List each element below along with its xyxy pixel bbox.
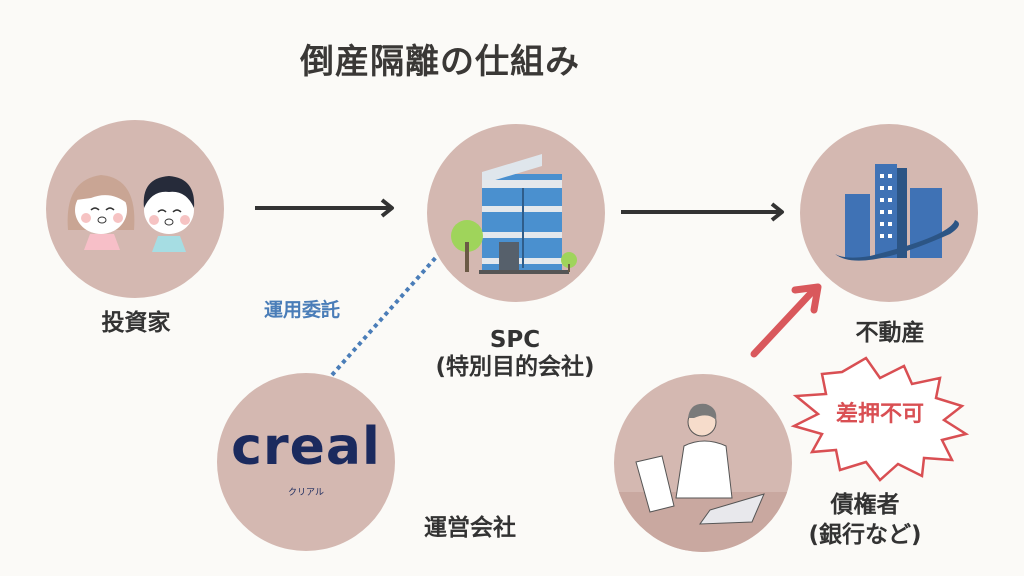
investor-label: 投資家 — [101, 310, 171, 336]
creditor-label-line1: 債権者 — [830, 492, 900, 518]
spc-circle — [427, 124, 605, 302]
thinking-man-illustration — [614, 403, 792, 552]
seizure-label: 差押不可 — [835, 402, 924, 427]
real-estate-circle — [800, 124, 978, 302]
page-title: 倒産隔離の仕組み — [300, 42, 580, 82]
skyscrapers-logo-icon — [835, 164, 959, 261]
dotted-line-delegation — [330, 253, 440, 377]
creditor-label-line2: (銀行など) — [808, 522, 922, 548]
operator-label: 運営会社 — [424, 515, 516, 541]
investors-illustration — [67, 175, 195, 252]
office-building-illustration — [451, 154, 577, 274]
investor-circle — [46, 120, 224, 298]
creal-logo: creal — [231, 417, 381, 477]
spc-label-line2: (特別目的会社) — [435, 354, 595, 380]
creal-logo-subtext: クリアル — [288, 488, 324, 498]
arrow-creditor-to-real-estate — [750, 283, 822, 358]
arrow-investor-to-spc — [255, 198, 394, 218]
arrow-spc-to-real-estate — [621, 202, 784, 222]
creditor-circle — [614, 374, 792, 552]
real-estate-label: 不動産 — [855, 320, 925, 346]
spc-label-line1: SPC — [489, 327, 541, 353]
operator-circle: creal クリアル — [217, 373, 395, 551]
seizure-burst-shape — [790, 356, 970, 482]
delegation-label: 運用委託 — [263, 299, 340, 321]
